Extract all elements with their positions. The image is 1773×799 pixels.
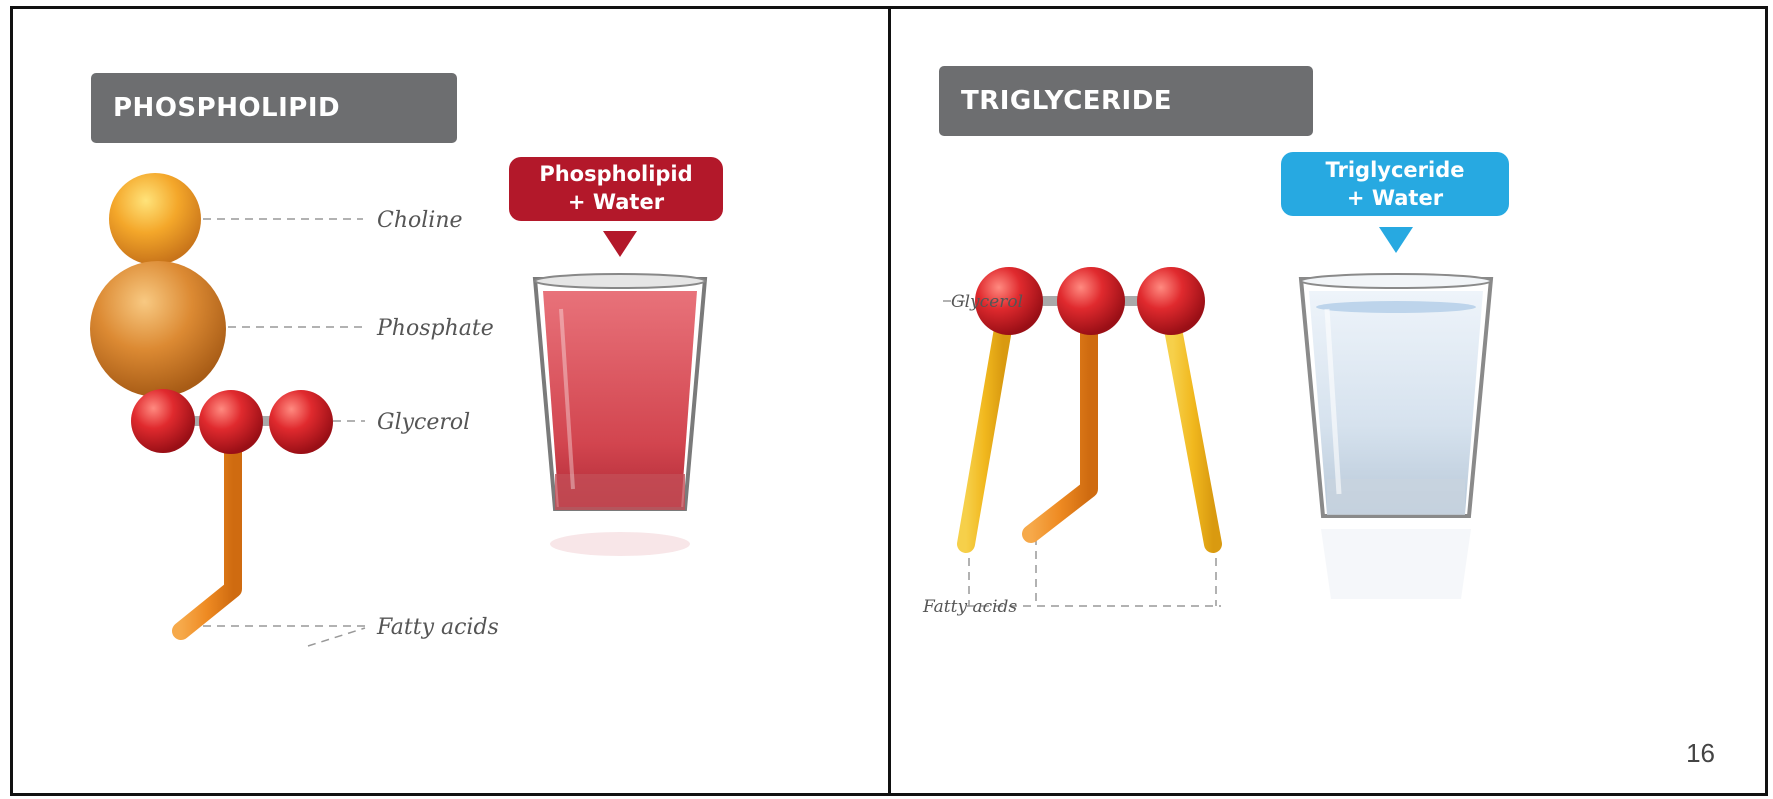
phosphate-sphere (90, 261, 226, 397)
glycerol-ball-2 (1057, 267, 1125, 335)
phospholipid-diagram: Choline Phosphate Glycerol Fatty acids P… (13, 9, 893, 799)
svg-text:+ Water: + Water (568, 190, 665, 214)
phosphate-label: Phosphate (376, 316, 494, 341)
fatty-acids-label: Fatty acids (922, 597, 1017, 617)
page-number: 16 (1686, 738, 1715, 769)
glycerol-ball-2 (199, 390, 263, 454)
fatty-acid-tail-2 (1031, 329, 1089, 534)
glycerol-label: Glycerol (377, 410, 470, 435)
clear-water-glass (1301, 274, 1491, 599)
choline-sphere (109, 173, 201, 265)
glycerol-label: Glycerol (951, 292, 1023, 312)
fatty-acid-tail-3 (1173, 329, 1213, 544)
glycerol-ball-1 (131, 389, 195, 453)
triglyceride-panel: TRIGLYCERIDE (888, 6, 1768, 796)
glycerol-ball-3 (1137, 267, 1205, 335)
callout-arrow (1379, 227, 1413, 253)
triglyceride-diagram: Glycerol Fatty acids Triglyceride + Wate… (891, 9, 1771, 799)
svg-text:Triglyceride: Triglyceride (1325, 158, 1464, 182)
svg-text:Phospholipid: Phospholipid (539, 162, 692, 186)
fatty-acid-tail-1 (966, 329, 1003, 544)
fatty-acid-tail-bent (181, 449, 233, 631)
glycerol-ball-3 (269, 390, 333, 454)
svg-text:+ Water: + Water (1347, 186, 1444, 210)
callout-arrow (603, 231, 637, 257)
choline-label: Choline (377, 208, 463, 233)
cloudy-red-glass (535, 274, 705, 556)
fatty-acids-label: Fatty acids (376, 615, 499, 640)
phospholipid-panel: PHOSPHOLIPID (10, 6, 890, 796)
